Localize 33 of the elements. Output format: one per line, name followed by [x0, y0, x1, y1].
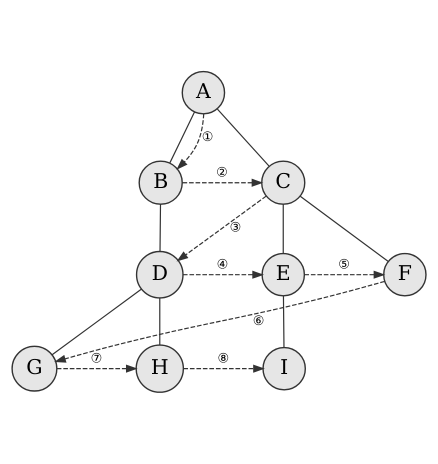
node-circle: E — [261, 252, 306, 297]
connector — [169, 112, 196, 164]
edge-label: ⑧ — [217, 351, 230, 366]
edge-label: ⑦ — [90, 351, 102, 366]
connector — [282, 296, 285, 348]
node-circle: I — [262, 346, 306, 390]
edge-label: ② — [216, 165, 228, 180]
arrow — [183, 270, 264, 279]
edge-label: ③ — [230, 220, 242, 236]
node-circle: G — [11, 346, 58, 392]
node-circle: D — [136, 250, 184, 299]
arrow — [304, 270, 386, 279]
connector — [159, 204, 162, 252]
edge-label: ④ — [216, 257, 228, 272]
arrow — [176, 114, 204, 170]
edge-label: ⑤ — [338, 257, 350, 272]
edge-label: ⑥ — [252, 314, 264, 329]
arrow — [54, 280, 385, 363]
arrow — [56, 364, 138, 373]
edge-label: ① — [202, 130, 214, 145]
node-circle: B — [138, 160, 183, 205]
connector — [52, 288, 142, 356]
node-circle: A — [182, 70, 226, 115]
arrow — [182, 178, 264, 187]
arrow — [183, 364, 265, 373]
connector — [159, 298, 160, 345]
node-circle: C — [261, 160, 306, 205]
connector — [216, 108, 270, 166]
node-circle: F — [383, 252, 427, 297]
connector — [282, 204, 284, 254]
node-circle: H — [136, 344, 184, 393]
connector — [300, 196, 389, 262]
arrow — [176, 196, 266, 262]
